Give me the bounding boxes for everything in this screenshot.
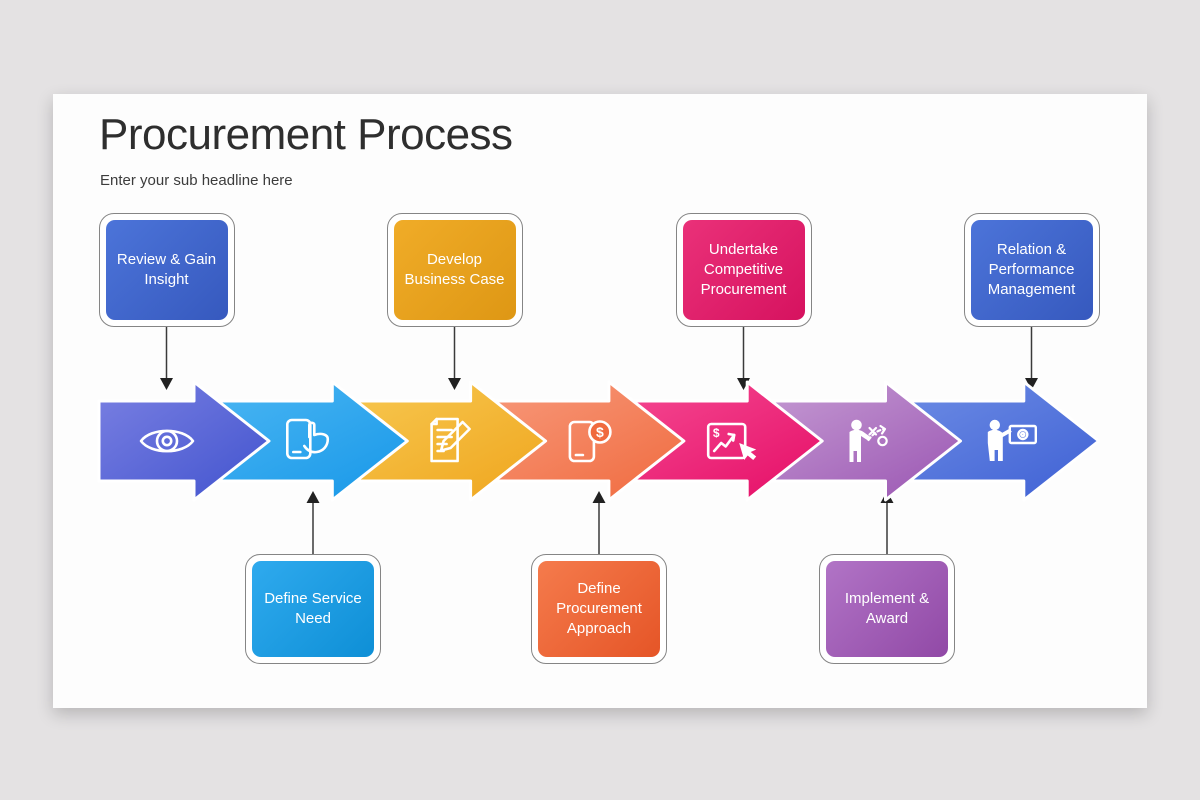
process-box-fill: Review & Gain Insight — [105, 220, 228, 320]
process-box-fill: Implement & Award — [826, 561, 948, 657]
process-box: Implement & Award — [819, 554, 955, 664]
process-box-label: Develop Business Case — [404, 251, 505, 288]
process-arrow — [97, 380, 271, 502]
process-box-fill: Relation & Performance Management — [970, 220, 1093, 320]
process-arrows-strip: $ $ — [97, 327, 1101, 554]
process-box-fill: Define Service Need — [252, 561, 374, 657]
process-box: Develop Business Case — [386, 213, 523, 327]
slide: Procurement Process Enter your sub headl… — [53, 94, 1147, 708]
connector-arrowhead — [306, 491, 320, 503]
process-box-label: Implement & Award — [844, 590, 930, 627]
process-box: Define Procurement Approach — [531, 554, 667, 664]
connector-arrowhead — [160, 378, 173, 390]
process-box-label: Define Service Need — [264, 590, 362, 627]
process-box-fill: Define Procurement Approach — [538, 561, 660, 657]
process-box-label: Define Procurement Approach — [556, 580, 642, 637]
process-box-label: Relation & Performance Management — [987, 241, 1076, 298]
process-box-fill: Undertake Competitive Procurement — [682, 220, 805, 320]
process-box: Review & Gain Insight — [98, 213, 235, 327]
process-box-label: Review & Gain Insight — [116, 251, 217, 288]
connector-arrowhead — [1025, 378, 1038, 390]
process-box: Undertake Competitive Procurement — [675, 213, 812, 327]
connector-arrowhead — [592, 491, 606, 503]
process-box: Relation & Performance Management — [963, 213, 1100, 327]
slide-title: Procurement Process — [99, 110, 513, 159]
process-box-fill: Develop Business Case — [393, 220, 516, 320]
slide-subtitle: Enter your sub headline here — [100, 172, 293, 189]
process-box: Define Service Need — [245, 554, 381, 664]
process-box-label: Undertake Competitive Procurement — [700, 241, 787, 298]
connector-arrowhead — [448, 378, 461, 390]
